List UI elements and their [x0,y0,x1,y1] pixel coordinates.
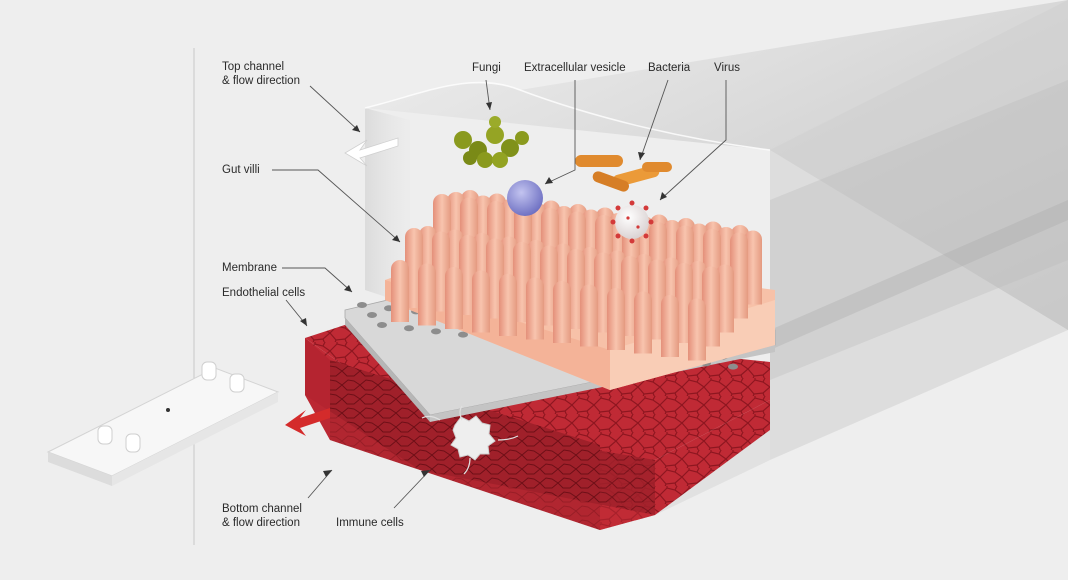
leader-virus [659,80,727,201]
villus [702,266,720,347]
gut-villi-group [391,190,762,361]
leader-top-channel [309,85,361,133]
bottom-flow-arrow [285,408,330,436]
villus [580,284,598,347]
label-bottom-channel-line1: Bottom channel [222,503,302,515]
membrane-pore [367,312,377,318]
villus [526,277,544,340]
villus [688,298,706,361]
villus [730,232,748,319]
villus [607,288,625,350]
top-channel-glass [364,0,1068,515]
leader-lines [272,79,727,509]
label-bacteria: Bacteria [648,62,691,74]
immune-cell [421,405,519,475]
label-endothelial-cells: Endothelial cells [222,287,306,299]
leader-gut-villi [272,169,401,243]
leader-bottom-channel [307,469,333,499]
villus [716,264,734,333]
label-immune-cells: Immune cells [336,517,404,529]
fungi-cluster [454,116,529,168]
villus [445,267,463,329]
membrane-pore [404,325,414,332]
villus [418,263,436,326]
villus [553,281,571,343]
label-top-channel-line1: Top channel [222,61,285,73]
label-extracellular-vesicle: Extracellular vesicle [524,62,626,74]
membrane-pore [431,328,441,335]
label-bottom-channel-line2: & flow direction [222,517,300,529]
virus-particle [610,200,654,244]
membrane-pore [458,331,468,338]
villus [744,230,762,305]
villus [661,295,679,357]
villus [472,270,490,333]
label-top-channel: Top channel & flow direction [222,60,300,88]
label-top-channel-line2: & flow direction [222,75,300,87]
membrane-pore [357,302,367,308]
bacteria-cluster [575,155,672,192]
label-membrane: Membrane [222,262,277,274]
leader-vesicle [544,80,576,185]
leader-bacteria [639,79,669,161]
top-flow-arrow [344,137,399,167]
extracellular-vesicle [507,180,543,216]
membrane-pore [728,363,738,370]
villus [391,260,409,322]
villus [634,291,652,354]
leader-membrane [282,267,353,293]
label-fungi: Fungi [472,62,501,74]
label-virus: Virus [714,62,740,74]
label-bottom-channel: Bottom channel & flow direction [222,502,302,530]
membrane-pore [377,322,387,328]
leader-arrowheads [300,102,667,477]
chip-device-illustration [46,361,280,486]
label-gut-villi: Gut villi [222,164,260,176]
villus [499,274,517,336]
